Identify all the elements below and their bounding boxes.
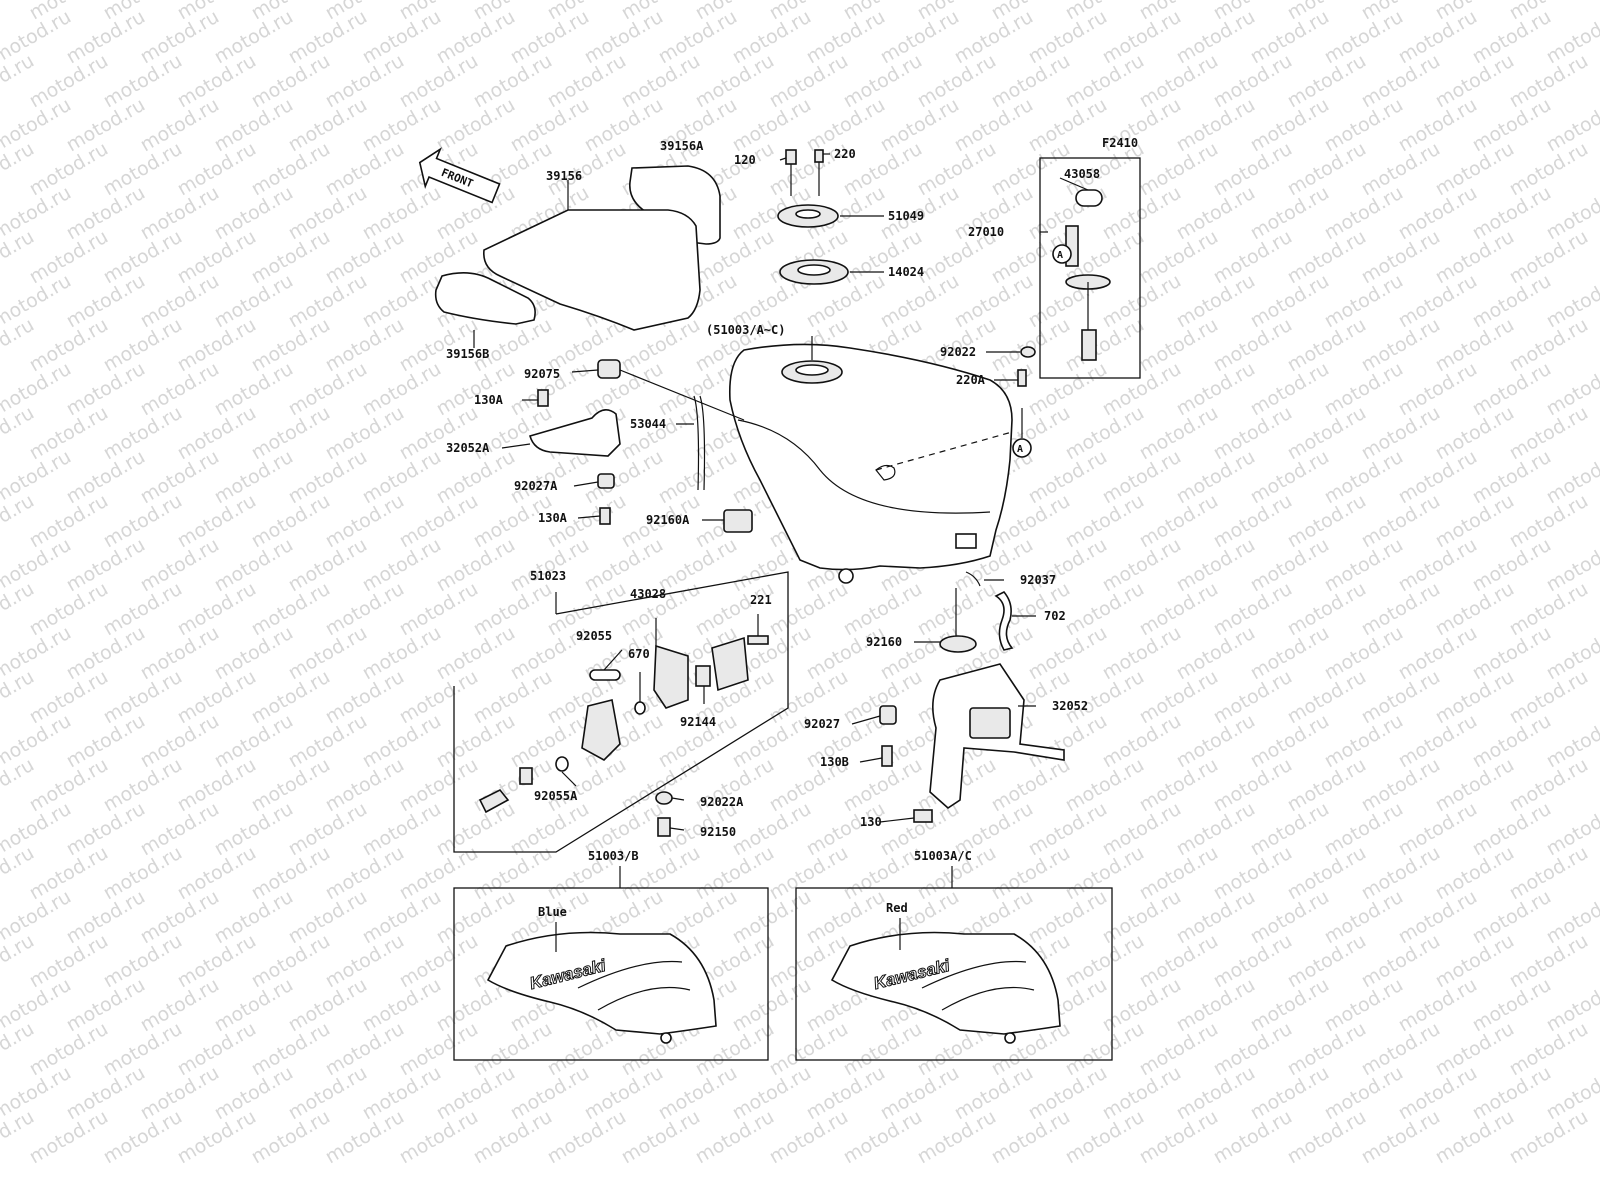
bolt-220A-icon <box>1017 369 1027 387</box>
variant-color-blue: Blue <box>538 905 567 919</box>
oring-670-icon <box>634 701 646 715</box>
label-43058: 43058 <box>1064 167 1100 181</box>
label-51003B: 51003/B <box>588 849 639 863</box>
variant-color-red: Red <box>886 901 908 915</box>
tank-side-blue: Kawasaki Blue <box>486 905 717 1044</box>
tank-outlet <box>955 533 977 549</box>
label-92022: 92022 <box>940 345 976 359</box>
tank-side-blue-shape <box>486 931 717 1035</box>
label-92022A: 92022A <box>700 795 744 809</box>
label-43028: 43028 <box>630 587 666 601</box>
label-14024: 14024 <box>888 265 924 279</box>
watermark-layer: motod.rumotod.rumotod.rumotod.rumotod.ru… <box>0 0 1600 1168</box>
pad-39156A <box>629 165 721 245</box>
label-92055: 92055 <box>576 629 612 643</box>
label-92075: 92075 <box>524 367 560 381</box>
label-39156B: 39156B <box>446 347 489 361</box>
label-39156A: 39156A <box>660 139 704 153</box>
fuel-cock-box <box>453 571 789 853</box>
label-92027: 92027 <box>804 717 840 731</box>
nut-92022-icon <box>1020 346 1036 358</box>
fuel-cock-body-icon <box>581 699 621 761</box>
label-51023: 51023 <box>530 569 566 583</box>
variant-box-51003B <box>453 887 769 1061</box>
callout-a-tank <box>1012 438 1032 458</box>
figure-code: F2410 <box>1102 136 1138 150</box>
tank-side-red: Kawasaki Red <box>830 901 1061 1044</box>
label-702: 702 <box>1044 609 1066 623</box>
spring-92144-icon <box>695 665 711 687</box>
damper-92160A-icon <box>723 509 753 533</box>
label-220: 220 <box>834 147 856 161</box>
bolt-130B-icon <box>881 745 893 767</box>
label-130A-top: 130A <box>474 393 504 407</box>
oring-92055A-icon <box>555 756 569 772</box>
cover-icon <box>711 636 749 692</box>
bolt-120-icon <box>785 149 797 165</box>
label-92027A: 92027A <box>514 479 558 493</box>
label-51049: 51049 <box>888 209 924 223</box>
cock-spring-icon <box>519 767 533 785</box>
sender-float-icon <box>1081 329 1097 361</box>
label-220A: 220A <box>956 373 986 387</box>
bolt-220-icon <box>814 149 824 163</box>
bracket-32052A-icon <box>529 409 621 457</box>
gasket-43058-icon <box>1075 189 1103 207</box>
hose-702-icon <box>994 591 1014 651</box>
front-arrow-icon <box>418 147 501 204</box>
tank-side-red-shape <box>830 931 1061 1035</box>
cock-lever-icon <box>478 788 510 814</box>
washer-92022A-icon <box>655 791 673 805</box>
variant-box-51003AC <box>795 887 1113 1061</box>
bolt-130-icon <box>913 809 933 823</box>
label-130: 130 <box>860 815 882 829</box>
label-32052A: 32052A <box>446 441 490 455</box>
label-130A-bot: 130A <box>538 511 568 525</box>
label-92055A: 92055A <box>534 789 578 803</box>
bolt-130A-bot-icon <box>599 507 611 525</box>
pad-39156 <box>483 209 701 331</box>
label-32052: 32052 <box>1052 699 1088 713</box>
diaphragm-43028-icon <box>653 644 689 709</box>
screw-221-icon <box>747 635 769 645</box>
pad-39156B <box>434 272 536 325</box>
label-92144: 92144 <box>680 715 716 729</box>
bolt-130A-top-icon <box>537 389 549 407</box>
damper-92160-icon <box>939 635 977 653</box>
label-92150: 92150 <box>700 825 736 839</box>
svg-text:A: A <box>1017 444 1023 455</box>
label-670: 670 <box>628 647 650 661</box>
label-92037: 92037 <box>1020 573 1056 587</box>
label-53044: 53044 <box>630 417 666 431</box>
svg-text:A: A <box>1057 250 1063 261</box>
label-92160A: 92160A <box>646 513 690 527</box>
label-120: 120 <box>734 153 756 167</box>
tank-mount-ring <box>838 568 854 584</box>
oring-92055-icon <box>589 669 621 681</box>
label-92160: 92160 <box>866 635 902 649</box>
label-51003-a-c: (51003/A~C) <box>706 323 785 337</box>
label-27010: 27010 <box>968 225 1004 239</box>
bolt-92150-icon <box>657 817 671 837</box>
damper-92075-icon <box>597 359 621 379</box>
label-130B: 130B <box>820 755 849 769</box>
callout-a-top <box>1052 244 1072 264</box>
label-39156: 39156 <box>546 169 582 183</box>
sender-box <box>1039 157 1141 379</box>
collar-92027A-icon <box>597 473 615 489</box>
collar-92027-icon <box>879 705 897 725</box>
label-51003A-C: 51003A/C <box>914 849 972 863</box>
label-221: 221 <box>750 593 772 607</box>
